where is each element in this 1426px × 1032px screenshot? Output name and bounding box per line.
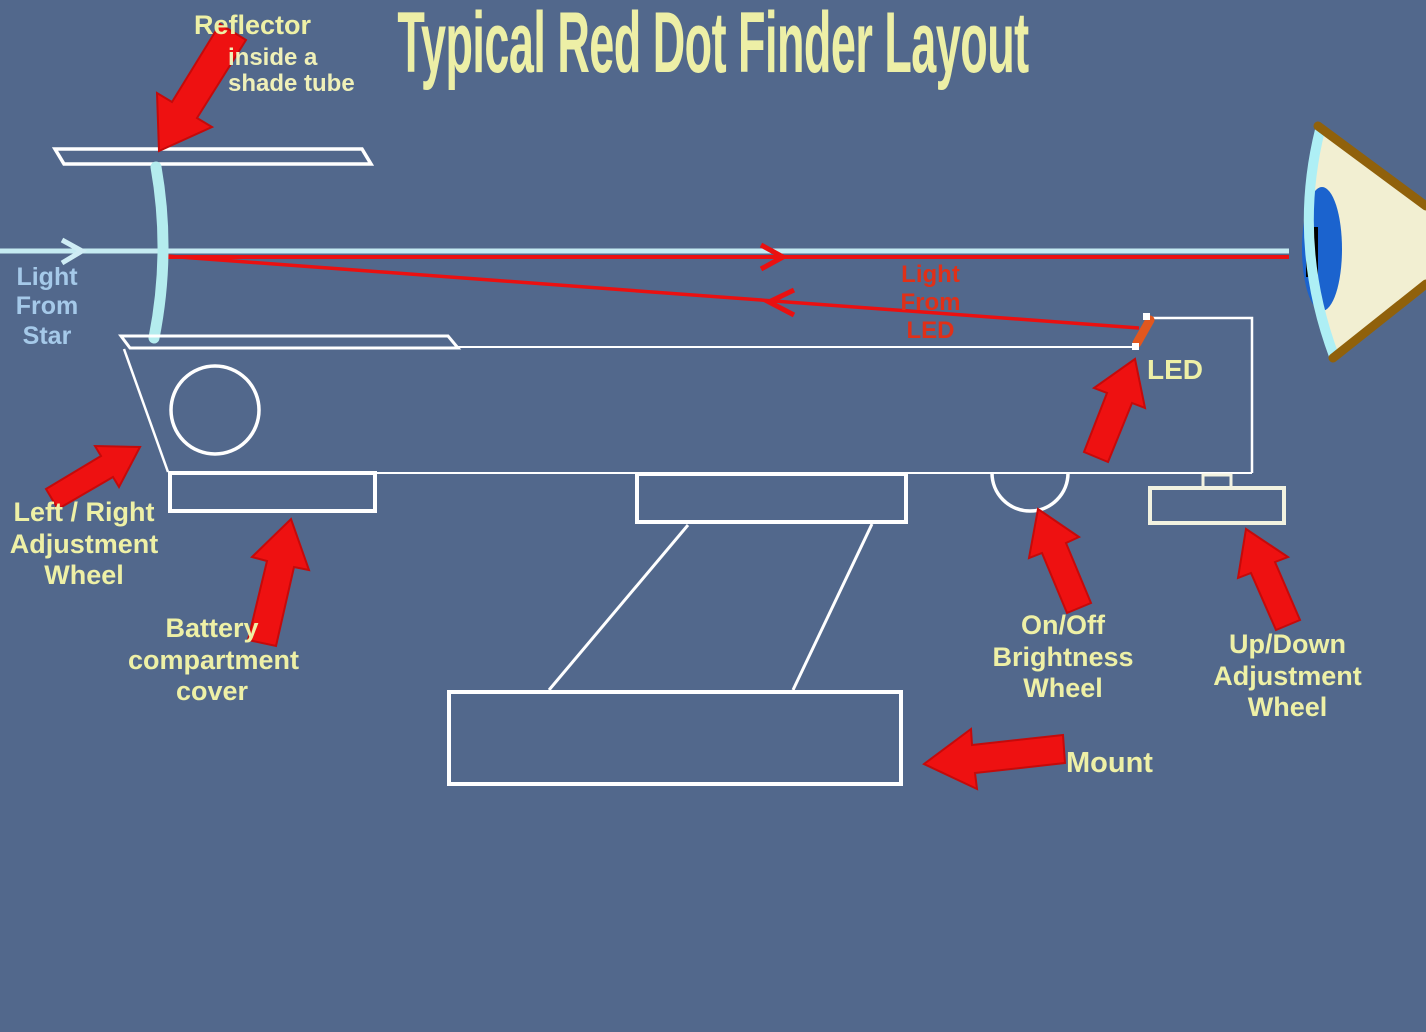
- led-light-ray-from-led: [165, 254, 1140, 330]
- led-endpoint-dot: [1132, 343, 1139, 350]
- right-arrowhead-icon: [60, 237, 88, 266]
- body-rear-section: [1150, 316, 1254, 473]
- led-pointer-arrow-icon: [1082, 357, 1147, 464]
- reflector-label-main: Reflector: [194, 10, 312, 40]
- reflector-lens: [148, 161, 169, 344]
- body-top-bar: [118, 334, 462, 350]
- pointer-arrows: [44, 22, 1302, 791]
- eye-sclera: [1309, 128, 1426, 357]
- eye-upper-lid: [1313, 121, 1426, 211]
- light-from-led-label: Light From LED: [900, 261, 961, 345]
- mount: [447, 472, 908, 786]
- led-chip: [1132, 315, 1155, 348]
- mount-column-left-edge: [547, 524, 690, 691]
- on-off-wheel-label: On/Off Brightness Wheel: [992, 610, 1134, 704]
- battery-cover-label: Battery compartment cover: [128, 613, 300, 707]
- reflector-label-sub1: inside a: [228, 43, 318, 71]
- on-off-wheel-pointer-arrow-icon: [1027, 507, 1093, 615]
- eye-cornea: [1303, 128, 1339, 358]
- up-down-wheel: [1148, 486, 1286, 525]
- body-left-slant-edge: [122, 348, 170, 473]
- mount-label: Mount: [1066, 747, 1153, 779]
- reflector-label-sub2: shade tube: [228, 69, 355, 97]
- left-right-wheel-pointer-arrow-icon: [44, 444, 142, 511]
- mount-base: [447, 690, 903, 786]
- mount-top-plate: [635, 472, 908, 524]
- eye-lower-lid: [1328, 279, 1426, 363]
- brightness-wheel: [990, 472, 1070, 513]
- page-title: Typical Red Dot Finder Layout: [397, 0, 1029, 91]
- mount-column-right-edge: [791, 523, 874, 691]
- eye-icon: [1302, 121, 1426, 363]
- shade-tube-bar: [51, 147, 375, 166]
- led-label: LED: [1147, 354, 1203, 385]
- up-down-wheel-pointer-arrow-icon: [1236, 527, 1302, 632]
- battery-cover-pointer-arrow-icon: [246, 517, 311, 648]
- reflector-pointer-arrow-icon: [155, 22, 248, 153]
- finder-body: [118, 316, 1286, 525]
- battery-compartment-cover: [168, 471, 377, 513]
- led-endpoint-dot: [1143, 313, 1150, 320]
- reflector-label: Reflector inside a shade tube: [194, 10, 355, 97]
- light-from-star-label: Light From Star: [15, 263, 79, 350]
- left-arrowhead-icon: [763, 287, 796, 318]
- right-arrowhead-icon: [759, 242, 789, 272]
- mount-pointer-arrow-icon: [922, 727, 1067, 791]
- left-right-wheel-label: Left / Right Adjustment Wheel: [9, 497, 159, 591]
- front-lens-circle: [169, 364, 261, 456]
- up-down-wheel-label: Up/Down Adjustment Wheel: [1213, 629, 1362, 723]
